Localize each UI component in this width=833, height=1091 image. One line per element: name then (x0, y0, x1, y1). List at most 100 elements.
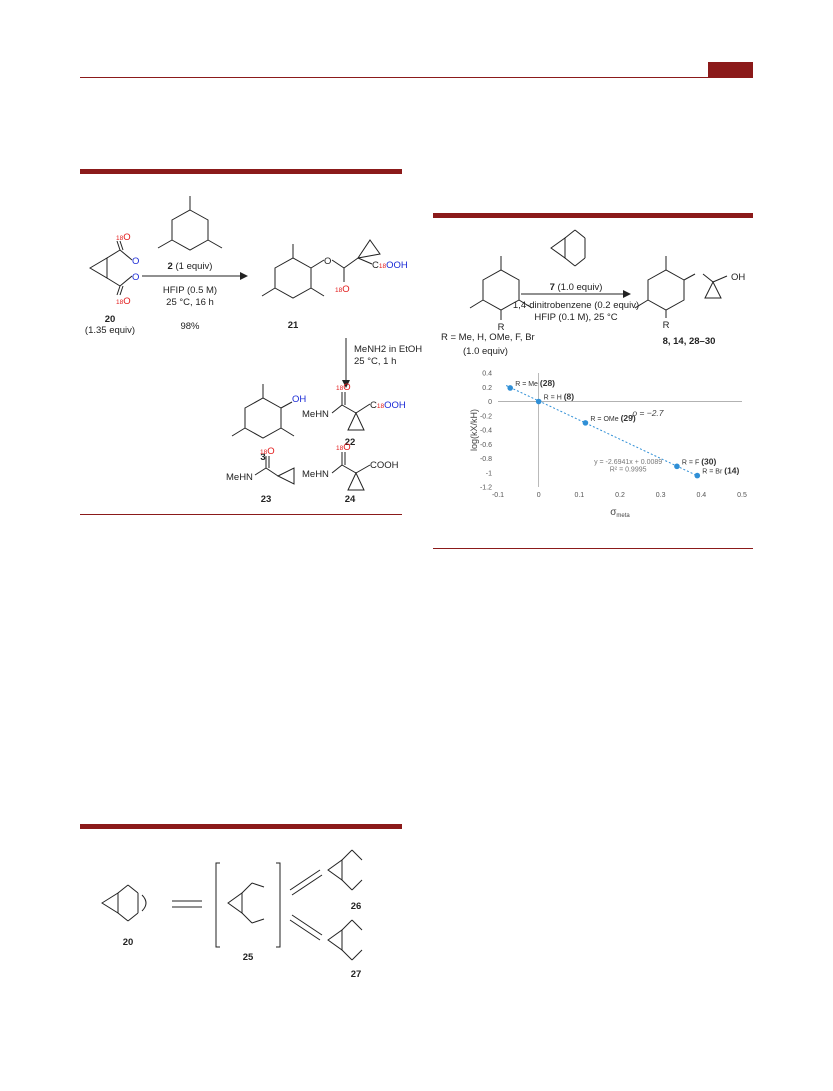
data-point (674, 463, 680, 470)
reagent-conditions: 25 °C, 16 h (166, 297, 214, 308)
isotope-label: 18 (335, 287, 343, 294)
scheme-top-left-rule (80, 169, 402, 174)
substituent-r: R (498, 322, 505, 333)
y-tick-label: -1.2 (480, 485, 492, 492)
svg-text:18O: 18O (116, 232, 131, 243)
peroxide-oxygen: O (132, 256, 139, 267)
svg-text:18O: 18O (336, 442, 351, 453)
fit-equation: y = -2.6941x + 0.0089 (594, 459, 662, 466)
data-point-label: R = F (30) (682, 456, 717, 466)
y-tick-label: -0.6 (480, 442, 492, 449)
x-tick-label: 0.3 (656, 492, 666, 499)
y-tick-label: 0.2 (482, 385, 492, 392)
compound-number-22: 22 (345, 437, 356, 448)
data-point-label: R = OMe (29) (590, 413, 635, 423)
data-point-label: R = H (8) (544, 392, 575, 402)
isotope-label: 18 (116, 299, 124, 306)
svg-text:7 (1.0 equiv): 7 (1.0 equiv) (550, 282, 603, 293)
reagent-number: 7 (550, 282, 555, 293)
oxygen-label: O (342, 284, 349, 295)
y-axis-label: log(kX/kH) (469, 409, 479, 451)
carbon-label: C (372, 260, 379, 271)
y-tick-label: -0.4 (480, 428, 492, 435)
data-point-label-id: (28) (540, 378, 555, 388)
svg-text:18O: 18O (116, 296, 131, 307)
reagent-additive: 1,4-dinitrobenzene (0.2 equiv) (513, 300, 639, 311)
reagent-equiv: (1 equiv) (173, 261, 213, 272)
data-point-label-id: (14) (724, 466, 739, 476)
data-point-label: R = Br (14) (702, 466, 739, 476)
reagent-equiv: (1.0 equiv) (555, 282, 603, 293)
page-number-tab (708, 62, 753, 78)
substituent-list: R = Me, H, OMe, F, Br (441, 332, 535, 343)
x-tick-label: 0 (537, 492, 541, 499)
y-tick-label: -1 (486, 470, 492, 477)
data-point-label-prefix: R = Br (702, 469, 724, 476)
y-tick-label: 0.4 (482, 371, 492, 378)
compound-number-25: 25 (243, 952, 254, 963)
carboxylic-acid-label: COOH (370, 460, 399, 471)
reagent-number: 2 (168, 261, 173, 272)
scheme-top-left-bottom-rule (80, 514, 402, 515)
x-tick-label: 0.2 (615, 492, 625, 499)
isotope-label: 18 (336, 445, 344, 452)
compound-number-21: 21 (288, 320, 299, 331)
reaction-yield: 98% (180, 321, 200, 332)
x-tick-label: 0.4 (696, 492, 706, 499)
svg-text:C18OOH: C18OOH (370, 400, 406, 411)
data-point-label-prefix: R = OMe (590, 416, 620, 423)
isotope-label: 18 (377, 403, 385, 410)
carbon-label: C (370, 400, 377, 411)
methylamide-label: MeHN (302, 469, 329, 480)
cyclopropane-ring (89, 257, 108, 279)
data-point (535, 398, 542, 405)
step2-conditions: 25 °C, 1 h (354, 356, 396, 367)
x-tick-label: 0.5 (737, 492, 747, 499)
peracid-group: OOH (386, 260, 408, 271)
compound-number-26: 26 (351, 901, 362, 912)
reagent-solvent: HFIP (0.5 M) (163, 285, 217, 296)
y-tick-label: -0.2 (480, 413, 492, 420)
isotope-label: 18 (116, 235, 124, 242)
svg-text:2 (1 equiv): 2 (1 equiv) (168, 261, 213, 272)
oxygen-label: O (123, 296, 130, 307)
reaction-arrow-head (240, 272, 248, 280)
scheme-hammett-reaction: 7 (1.0 equiv) 1,4-dinitrobenzene (0.2 eq… (441, 229, 745, 357)
reaction-arrow-head-2 (342, 380, 350, 388)
scheme-bottom-left-rule (80, 824, 402, 829)
scheme-isotope-labeling: 18O 18O O O 20 (1.35 equiv) 2 (1 equiv) … (85, 196, 422, 505)
svg-text:18O: 18O (260, 446, 275, 457)
data-point-label-prefix: R = H (544, 395, 564, 402)
oxygen-label: O (123, 232, 130, 243)
scheme-scrambling: 20 25 26 27 (101, 849, 363, 980)
methylamide-label: MeHN (302, 409, 329, 420)
substrate-equiv: (1.0 equiv) (463, 346, 508, 357)
header-rule (80, 77, 753, 78)
compound-20-equiv: (1.35 equiv) (85, 325, 135, 336)
compound-number-24: 24 (345, 494, 356, 505)
data-point-label-id: (29) (621, 413, 636, 423)
x-axis-label-main: σ (610, 507, 617, 518)
data-point-label-id: (8) (564, 392, 575, 402)
step2-reagent: MeNH2 in EtOH (354, 344, 422, 355)
compound-number-20: 20 (123, 937, 134, 948)
y-tick-label: 0 (488, 399, 492, 406)
compound-number-27: 27 (351, 969, 362, 980)
phenol-oh: OH (292, 394, 306, 405)
data-point (582, 420, 589, 426)
reaction-arrow-head (623, 290, 631, 298)
isotope-label: 18 (336, 385, 344, 392)
scheme-right-rule (433, 213, 753, 218)
oxygen-label: O (343, 382, 350, 393)
data-point-label-prefix: R = F (682, 459, 701, 466)
peracid-group: OOH (384, 400, 406, 411)
svg-text:C18OOH: C18OOH (372, 260, 408, 271)
peroxide-oxygen: O (132, 272, 139, 283)
ester-oxygen: O (324, 256, 331, 267)
x-axis-label: σmeta (610, 507, 630, 519)
oxygen-label: O (343, 442, 350, 453)
compound-number-20: 20 (105, 314, 116, 325)
scheme-right-bottom-rule (433, 548, 753, 549)
data-point-label-prefix: R = Me (515, 381, 540, 388)
